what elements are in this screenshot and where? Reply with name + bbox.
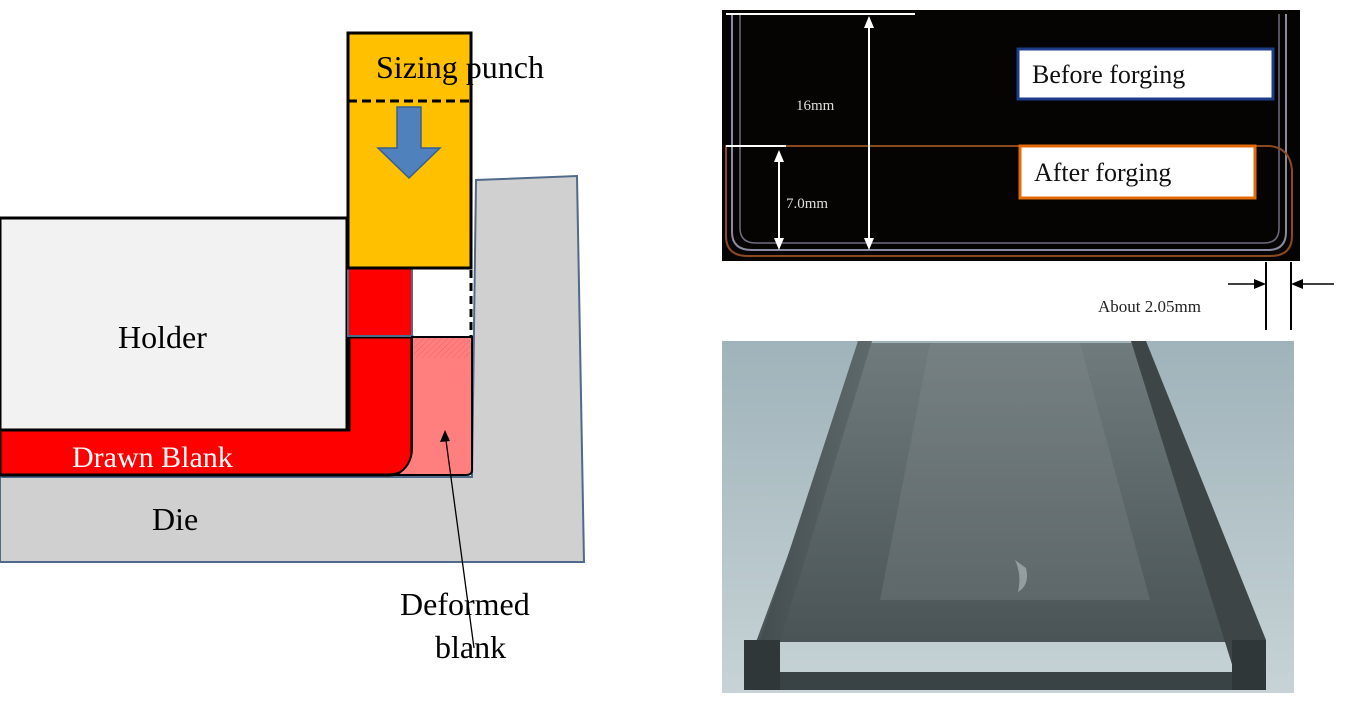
drawn-blank-label: Drawn Blank (72, 441, 233, 474)
clearance-label: About 2.05mm (1098, 297, 1201, 316)
holder-label: Holder (118, 319, 207, 355)
before-forging-profile (731, 14, 1287, 251)
sizing-punch-label: Sizing punch (376, 49, 544, 85)
deformed-blank-label-line2: blank (435, 629, 506, 665)
dimension-16-label: 16mm (796, 98, 835, 114)
deformed-blank-shape (392, 336, 473, 476)
after-forging-label: After forging (1034, 158, 1171, 187)
die-shape (0, 174, 586, 563)
blank-wall-top (347, 267, 413, 337)
before-forging-box (1016, 47, 1275, 101)
forging-schematic: Sizing punch Holder Drawn Blank Die Defo… (0, 31, 586, 665)
after-forging-box (1018, 144, 1257, 200)
cross-section-photo: 16mm 7.0mm Before forging After forging (722, 10, 1300, 261)
gap-region (413, 270, 471, 335)
channel-part-photo (722, 341, 1294, 693)
down-arrow-icon (376, 106, 442, 180)
dimension-7-label: 7.0mm (786, 196, 828, 212)
die-label: Die (152, 501, 198, 537)
clearance-annotation: About 2.05mm (1098, 262, 1334, 330)
deformed-blank-label-line1: Deformed (400, 586, 530, 622)
after-forging-profile (725, 145, 1293, 257)
before-forging-label: Before forging (1032, 60, 1185, 89)
deformed-blank-leader (444, 432, 475, 649)
